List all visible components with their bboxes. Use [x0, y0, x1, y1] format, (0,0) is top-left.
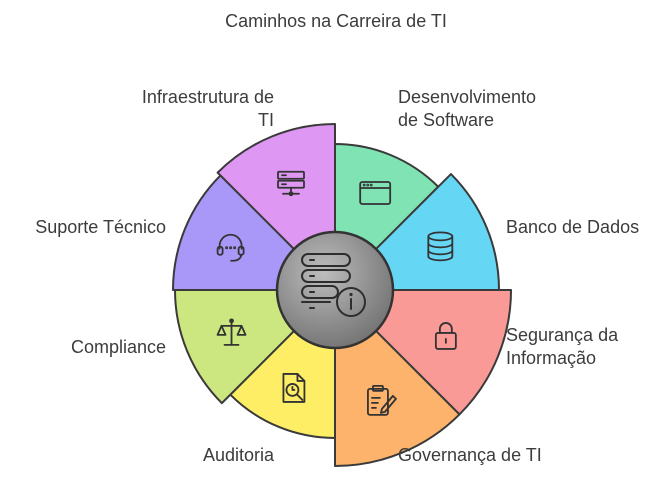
document-search-icon	[282, 373, 306, 403]
browser-window-icon	[359, 181, 392, 205]
diagram-title: Caminhos na Carreira de TI	[225, 11, 447, 31]
clipboard-pen-icon	[367, 384, 397, 416]
server-rack-icon	[277, 170, 305, 197]
padlock-icon	[434, 322, 457, 350]
label-line: Segurança da	[506, 325, 619, 345]
label-banco-de-dados: Banco de Dados	[506, 216, 639, 239]
label-suporte: Suporte Técnico	[35, 216, 166, 239]
database-icon	[427, 231, 454, 262]
label-auditoria: Auditoria	[203, 444, 274, 467]
label-line: Banco de Dados	[506, 217, 640, 237]
label-line: Desenvolvimento	[398, 87, 537, 107]
label-line: TI	[258, 110, 274, 130]
label-compliance: Compliance	[71, 336, 166, 359]
label-line: Governança de TI	[398, 445, 542, 465]
label-line: Auditoria	[202, 445, 274, 465]
label-line: Compliance	[70, 337, 166, 357]
headset-icon	[216, 233, 245, 262]
label-line: Informação	[506, 348, 597, 368]
scales-icon	[216, 318, 247, 346]
label-infraestrutura: Infraestrutura de TI	[142, 86, 274, 132]
label-line: de Software	[398, 110, 495, 130]
label-line: Suporte Técnico	[35, 217, 166, 237]
center-hub	[275, 230, 395, 350]
label-desenvolvimento: Desenvolvimento de Software	[398, 86, 536, 132]
server-info-icon	[301, 253, 366, 317]
label-governanca: Governança de TI	[398, 444, 542, 467]
label-seguranca: Segurança da Informação	[506, 324, 618, 370]
label-line: Infraestrutura de	[141, 87, 274, 107]
